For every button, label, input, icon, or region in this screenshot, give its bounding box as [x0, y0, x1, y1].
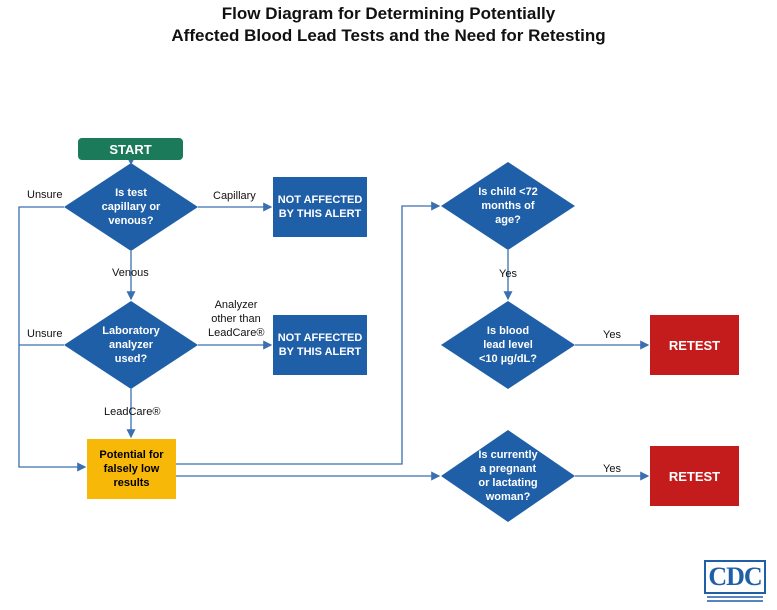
edge-label-unsure-1: Unsure — [27, 189, 63, 201]
diamond-pregnant-line1: Is currently — [478, 449, 538, 461]
diamond-test-type-line2: capillary or — [101, 201, 161, 213]
edge-label-venous: Venous — [112, 267, 149, 279]
diamond-analyzer-line1: Laboratory — [102, 325, 160, 337]
diamond-pregnant-line4: woman? — [485, 491, 531, 503]
edge-label-leadcare: LeadCare® — [104, 406, 161, 418]
edge-label-yes-3: Yes — [603, 463, 621, 475]
diamond-blood-lead-line1: Is blood — [486, 325, 530, 337]
diamond-blood-lead-text: Is blood lead level <10 µg/dL? — [461, 321, 555, 369]
diamond-analyzer-text: Laboratory analyzer used? — [84, 321, 178, 369]
diamond-analyzer-line3: used? — [114, 353, 148, 365]
arrow-unsure — [18, 206, 87, 472]
cdc-logo-graphic — [704, 560, 766, 604]
diamond-test-type-line1: Is test — [115, 187, 147, 199]
title-line-1: Flow Diagram for Determining Potentially — [221, 4, 556, 23]
diamond-blood-lead-level — [441, 301, 575, 389]
potential-falsely-low-box: Potential for falsely low results — [87, 439, 176, 499]
edge-label-analyzer-other: Analyzer other than LeadCare® — [208, 298, 264, 340]
diamond-analyzer — [64, 301, 198, 389]
diamond-pregnant-line3: or lactating — [478, 477, 538, 489]
cdc-logo: CDC — [704, 560, 766, 604]
start-node: START — [78, 138, 183, 160]
edge-label-analyzer-other-line2: other than — [211, 313, 261, 325]
not-affected-box-1: NOT AFFECTED BY THIS ALERT — [273, 177, 367, 237]
arrow-to-child-age — [176, 201, 441, 465]
diamond-pregnant-lactating — [441, 430, 575, 522]
diamond-blood-lead-line2: lead level — [483, 339, 533, 351]
diamond-pregnant-text: Is currently a pregnant or lactating wom… — [461, 446, 555, 506]
diamond-child-age-line2: months of — [481, 200, 535, 212]
title-line-2: Affected Blood Lead Tests and the Need f… — [171, 26, 606, 45]
diamond-child-age-line3: age? — [495, 214, 521, 226]
retest-box-1: RETEST — [650, 315, 739, 375]
edge-label-unsure-2: Unsure — [27, 328, 63, 340]
diamond-child-age-line1: Is child <72 — [478, 186, 538, 198]
diamond-test-type-text: Is test capillary or venous? — [84, 183, 178, 231]
edge-label-yes-2: Yes — [603, 329, 621, 341]
diamond-test-type-line3: venous? — [108, 215, 154, 227]
diamond-test-type — [64, 163, 198, 251]
not-affected-box-2: NOT AFFECTED BY THIS ALERT — [273, 315, 367, 375]
edge-label-analyzer-other-line3: LeadCare® — [208, 327, 265, 339]
diamond-analyzer-line2: analyzer — [108, 339, 154, 351]
cdc-logo-text: CDC — [708, 562, 762, 591]
edge-label-capillary: Capillary — [213, 190, 256, 202]
diamond-child-age — [441, 162, 575, 250]
diamond-child-age-text: Is child <72 months of age? — [461, 182, 555, 230]
diamond-blood-lead-line3: <10 µg/dL? — [479, 353, 537, 365]
edge-label-analyzer-other-line1: Analyzer — [214, 299, 258, 311]
retest-box-2: RETEST — [650, 446, 739, 506]
edge-label-yes-1: Yes — [499, 268, 517, 280]
diamond-pregnant-line2: a pregnant — [479, 463, 537, 475]
